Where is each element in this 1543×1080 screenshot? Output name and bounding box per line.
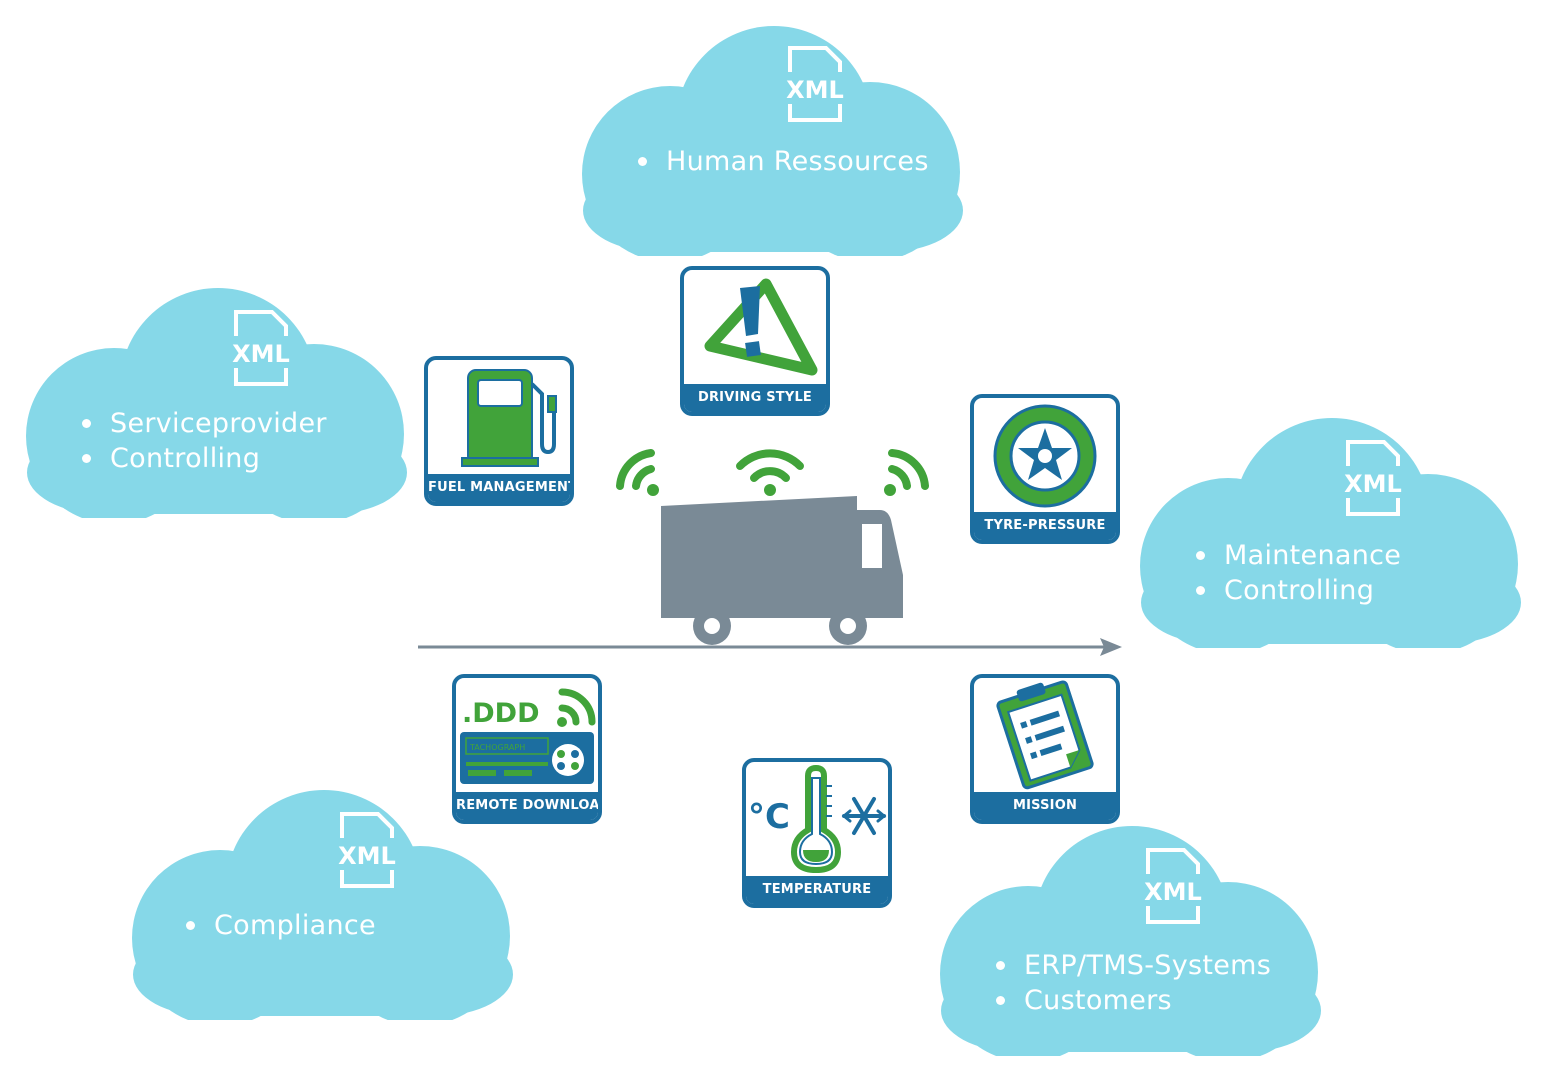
cloud-item: Controlling [1196,573,1401,608]
cloud-item: Serviceprovider [82,406,327,441]
wifi-signal-right-icon [884,449,929,496]
wifi-signal-left-icon [616,449,659,496]
tile-label: REMOTE DOWNLOAD [456,792,598,820]
xml-badge-text: XML [338,842,396,870]
xml-file-icon: XML [336,812,398,888]
cloud-item: Maintenance [1196,538,1401,573]
cloud-item: Customers [996,983,1271,1018]
warning-triangle-icon [704,278,818,376]
xml-file-icon: XML [1342,440,1404,516]
xml-badge-text: XML [1144,878,1202,906]
cloud-item: ERP/TMS-Systems [996,948,1271,983]
tyre-pressure-tile: TYRE-PRESSURE [970,394,1120,544]
xml-file-icon: XML [784,46,846,122]
cloud-shape [132,790,513,1020]
tile-label: DRIVING STYLE [684,384,826,412]
cloud-item: Compliance [186,908,376,943]
xml-badge-text: XML [232,340,290,368]
thermometer-icon: °C [748,764,887,874]
tile-label: TYRE-PRESSURE [974,512,1116,540]
cloud-items: Maintenance Controlling [1196,538,1401,608]
tachograph-icon: .DDD TACHOGRAPH [460,688,596,784]
wifi-signal-center-icon [736,449,804,496]
timeline-arrow [418,638,1122,656]
truck-icon [661,496,903,645]
xml-file-icon: XML [1142,848,1204,924]
cloud-item: Human Ressources [638,144,929,179]
cloud-items: Serviceprovider Controlling [82,406,327,476]
cloud-serviceprovider: XML Serviceprovider Controlling [22,286,412,518]
cloud-shape [940,826,1321,1056]
cloud-shape [582,26,963,256]
celsius-text: °C [748,797,790,837]
tyre-icon [993,404,1097,508]
mission-tile: MISSION [970,674,1120,824]
fuel-management-tile: FUEL MANAGEMENT [424,356,574,506]
cloud-erp-tms: XML ERP/TMS-Systems Customers [936,824,1326,1056]
clipboard-icon [996,680,1094,790]
xml-file-icon: XML [230,310,292,386]
temperature-tile: °C TEMPERATURE [742,758,892,908]
cloud-human-resources: XML Human Ressources [578,24,968,256]
tile-label: FUEL MANAGEMENT [428,474,570,502]
cloud-items: Human Ressources [638,144,929,179]
tachograph-text: TACHOGRAPH [469,743,525,752]
cloud-shape [1140,418,1521,648]
cloud-item: Controlling [82,441,327,476]
remote-download-tile: .DDD TACHOGRAPH REMOTE DOWNLOAD [452,674,602,824]
xml-badge-text: XML [786,76,844,104]
cloud-shape [26,288,407,518]
cloud-items: ERP/TMS-Systems Customers [996,948,1271,1018]
fuel-pump-icon [461,369,557,467]
cloud-items: Compliance [186,908,376,943]
ddd-text: .DDD [462,698,540,729]
tile-label: TEMPERATURE [746,876,888,904]
cloud-compliance: XML Compliance [128,788,518,1020]
xml-badge-text: XML [1344,470,1402,498]
driving-style-tile: DRIVING STYLE [680,266,830,416]
cloud-maintenance: XML Maintenance Controlling [1136,416,1526,648]
snowflake-icon [841,797,887,835]
tile-label: MISSION [974,792,1116,820]
